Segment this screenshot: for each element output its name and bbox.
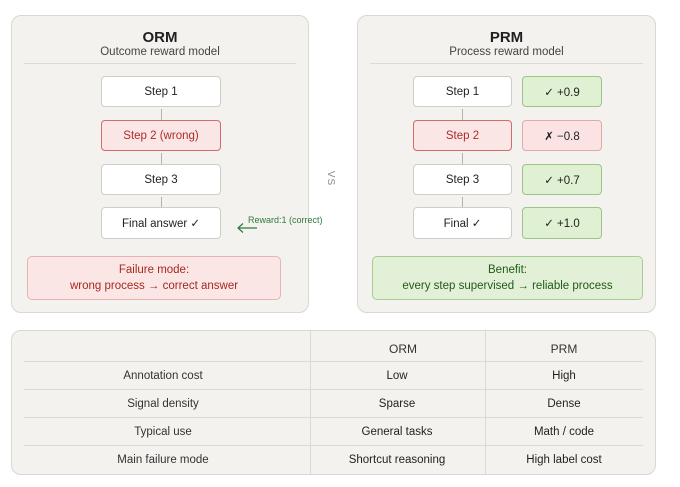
orm-note-title: Failure mode: bbox=[118, 264, 190, 276]
table-row-divider bbox=[24, 361, 643, 362]
table-cell-orm: Low bbox=[386, 370, 408, 382]
reward-arrow-icon bbox=[237, 223, 257, 233]
table-cell-orm: General tasks bbox=[361, 426, 433, 438]
orm-note-text: wrong process → correct answer bbox=[69, 280, 239, 292]
table-row-divider bbox=[24, 389, 643, 390]
prm-note-title: Benefit: bbox=[488, 264, 527, 276]
orm-final-answer: Final answer ✓ bbox=[101, 207, 221, 239]
prm-note-text: every step supervised → reliable process bbox=[402, 280, 613, 292]
prm-divider bbox=[370, 63, 643, 64]
prm-step-3: Step 3 bbox=[413, 164, 512, 195]
prm-step-2: Step 2 bbox=[413, 120, 512, 151]
prm-score-3: ✓ +0.7 bbox=[522, 164, 602, 195]
orm-panel: ORM Outcome reward model Step 1 Step 2 (… bbox=[11, 15, 309, 313]
prm-title: PRM bbox=[489, 29, 524, 46]
table-cell-prm: Math / code bbox=[533, 426, 595, 438]
comparison-table: ORM PRM Annotation cost Low High Signal … bbox=[11, 330, 656, 475]
table-cell-orm: Shortcut reasoning bbox=[348, 454, 446, 466]
table-cell-prm: Dense bbox=[547, 398, 581, 410]
table-col-divider-2 bbox=[485, 331, 486, 474]
table-row-label: Signal density bbox=[127, 398, 199, 410]
orm-title: ORM bbox=[142, 29, 178, 46]
orm-subtitle: Outcome reward model bbox=[100, 46, 220, 58]
orm-divider bbox=[24, 63, 296, 64]
table-cell-prm: High bbox=[552, 370, 576, 382]
prm-subtitle: Process reward model bbox=[449, 46, 564, 58]
orm-failure-note: Failure mode: wrong process → correct an… bbox=[27, 256, 281, 300]
orm-step-2-wrong: Step 2 (wrong) bbox=[101, 120, 221, 151]
table-header-prm: PRM bbox=[550, 342, 578, 356]
prm-score-2: ✗ −0.8 bbox=[522, 120, 602, 151]
prm-score-final: ✓ +1.0 bbox=[522, 207, 602, 239]
orm-step-3: Step 3 bbox=[101, 164, 221, 195]
table-cell-prm: High label cost bbox=[526, 454, 602, 466]
table-header-orm: ORM bbox=[389, 342, 417, 356]
prm-final: Final ✓ bbox=[413, 207, 512, 239]
vs-label: VS bbox=[325, 170, 337, 187]
orm-reward-label: Reward:1 (correct) bbox=[248, 215, 323, 225]
table-cell-orm: Sparse bbox=[378, 398, 416, 410]
prm-score-1: ✓ +0.9 bbox=[522, 76, 602, 107]
prm-panel: PRM Process reward model Step 1 ✓ +0.9 S… bbox=[357, 15, 656, 313]
table-row-label: Annotation cost bbox=[123, 370, 203, 382]
prm-step-1: Step 1 bbox=[413, 76, 512, 107]
table-row-label: Typical use bbox=[134, 426, 192, 438]
table-row-label: Main failure mode bbox=[117, 454, 209, 466]
prm-benefit-note: Benefit: every step supervised → reliabl… bbox=[372, 256, 643, 300]
table-col-divider-1 bbox=[310, 331, 311, 474]
table-row-divider bbox=[24, 445, 643, 446]
table-row-divider bbox=[24, 417, 643, 418]
orm-step-1: Step 1 bbox=[101, 76, 221, 107]
